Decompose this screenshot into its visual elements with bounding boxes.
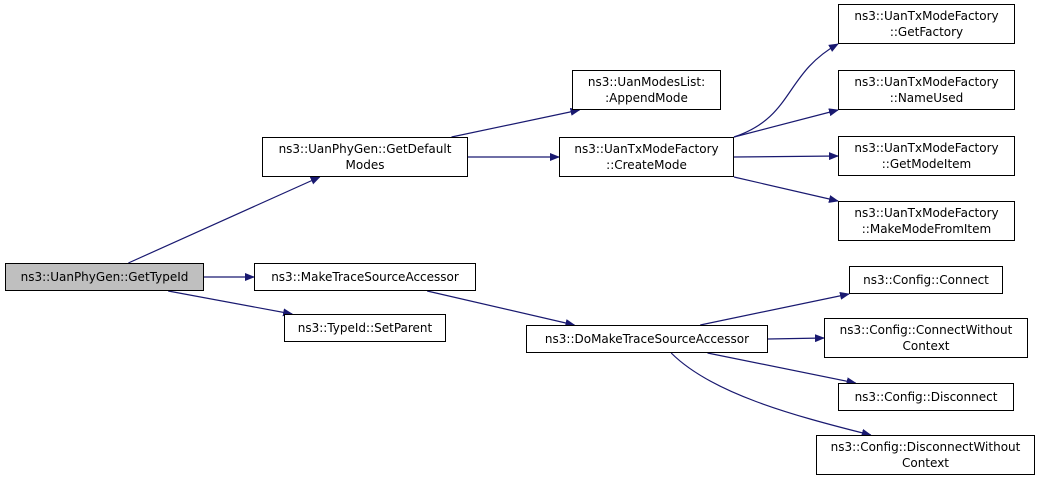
node-config-connect[interactable]: ns3::Config::Connect bbox=[849, 266, 1003, 294]
edge-domaketracesourceaccessor-to-connect bbox=[700, 291, 850, 326]
node-label-line: Modes bbox=[345, 158, 385, 172]
node-label-line: ns3::UanTxModeFactory bbox=[854, 9, 999, 23]
node-uanmodeslist-appendmode[interactable]: ns3::UanModesList: :AppendMode bbox=[572, 70, 721, 110]
edge-root-to-setparent bbox=[168, 290, 294, 317]
node-label-line: ns3::TypeId::SetParent bbox=[297, 321, 433, 335]
node-label-line: Context bbox=[901, 456, 949, 470]
node-typeid-setparent[interactable]: ns3::TypeId::SetParent bbox=[284, 314, 446, 342]
node-label-line: ::CreateMode bbox=[606, 158, 687, 172]
node-label-line: :AppendMode bbox=[605, 91, 688, 105]
node-label-line: ns3::MakeTraceSourceAccessor bbox=[271, 270, 459, 284]
node-label-line: ns3::UanTxModeFactory bbox=[854, 75, 999, 89]
edge-domaketracesourceaccessor-to-connectwithoutcontext bbox=[767, 334, 825, 343]
node-domaketracesourceaccessor[interactable]: ns3::DoMakeTraceSourceAccessor bbox=[526, 325, 768, 353]
edge-getdefaultmodes-to-appendmode bbox=[451, 107, 581, 138]
node-label-line: ns3::UanTxModeFactory bbox=[854, 141, 999, 155]
node-maketracesourceaccessor[interactable]: ns3::MakeTraceSourceAccessor bbox=[254, 263, 476, 291]
edge-createmode-to-getmodeitem bbox=[733, 152, 839, 161]
node-label-line: ns3::Config::ConnectWithout bbox=[839, 323, 1013, 337]
node-label-line: ::GetFactory bbox=[889, 25, 964, 39]
node-uanphygen-getdefaultmodes[interactable]: ns3::UanPhyGen::GetDefault Modes bbox=[262, 137, 468, 177]
node-label-line: ns3::UanPhyGen::GetTypeId bbox=[20, 270, 189, 284]
node-uantxmodefactory-getfactory[interactable]: ns3::UanTxModeFactory ::GetFactory bbox=[838, 4, 1015, 44]
node-label-line: ns3::DoMakeTraceSourceAccessor bbox=[544, 332, 750, 346]
node-label-line: ::NameUsed bbox=[889, 91, 964, 105]
node-label-line: ns3::Config::DisconnectWithout bbox=[830, 440, 1021, 454]
edge-createmode-to-makemodefromitem bbox=[733, 176, 839, 203]
node-label-line: Context bbox=[902, 339, 950, 353]
edge-domaketracesourceaccessor-to-disconnectwithoutcontext bbox=[670, 352, 872, 437]
node-config-disconnectwithoutcontext[interactable]: ns3::Config::DisconnectWithout Context bbox=[816, 435, 1035, 475]
node-label-line: ns3::UanTxModeFactory bbox=[574, 142, 719, 156]
edge-root-to-getdefaultmodes bbox=[128, 176, 321, 264]
edge-maketracesourceaccessor-to-domaketracesourceaccessor bbox=[427, 290, 576, 327]
node-label-line: ns3::UanTxModeFactory bbox=[854, 206, 999, 220]
edge-domaketracesourceaccessor-to-disconnect bbox=[707, 352, 857, 386]
node-label-line: ::MakeModeFromItem bbox=[861, 222, 992, 236]
node-uanphygen-gettypeid: ns3::UanPhyGen::GetTypeId bbox=[5, 263, 204, 291]
node-config-connectwithoutcontext[interactable]: ns3::Config::ConnectWithout Context bbox=[824, 318, 1028, 358]
node-uantxmodefactory-nameused[interactable]: ns3::UanTxModeFactory ::NameUsed bbox=[838, 70, 1015, 110]
node-uantxmodefactory-createmode[interactable]: ns3::UanTxModeFactory ::CreateMode bbox=[559, 137, 734, 177]
node-config-disconnect[interactable]: ns3::Config::Disconnect bbox=[838, 383, 1014, 411]
node-label-line: ns3::Config::Connect bbox=[863, 273, 989, 287]
node-uantxmodefactory-makemodefromitem[interactable]: ns3::UanTxModeFactory ::MakeModeFromItem bbox=[838, 201, 1015, 241]
node-label-line: ::GetModeItem bbox=[881, 157, 972, 171]
node-label-line: ns3::UanPhyGen::GetDefault bbox=[278, 142, 452, 156]
edge-createmode-to-nameused bbox=[733, 108, 839, 138]
node-label-line: ns3::Config::Disconnect bbox=[854, 390, 998, 404]
node-label-line: ns3::UanModesList: bbox=[587, 75, 706, 89]
edge-createmode-to-getfactory bbox=[733, 43, 839, 138]
node-uantxmodefactory-getmodeitem[interactable]: ns3::UanTxModeFactory ::GetModeItem bbox=[838, 136, 1015, 176]
